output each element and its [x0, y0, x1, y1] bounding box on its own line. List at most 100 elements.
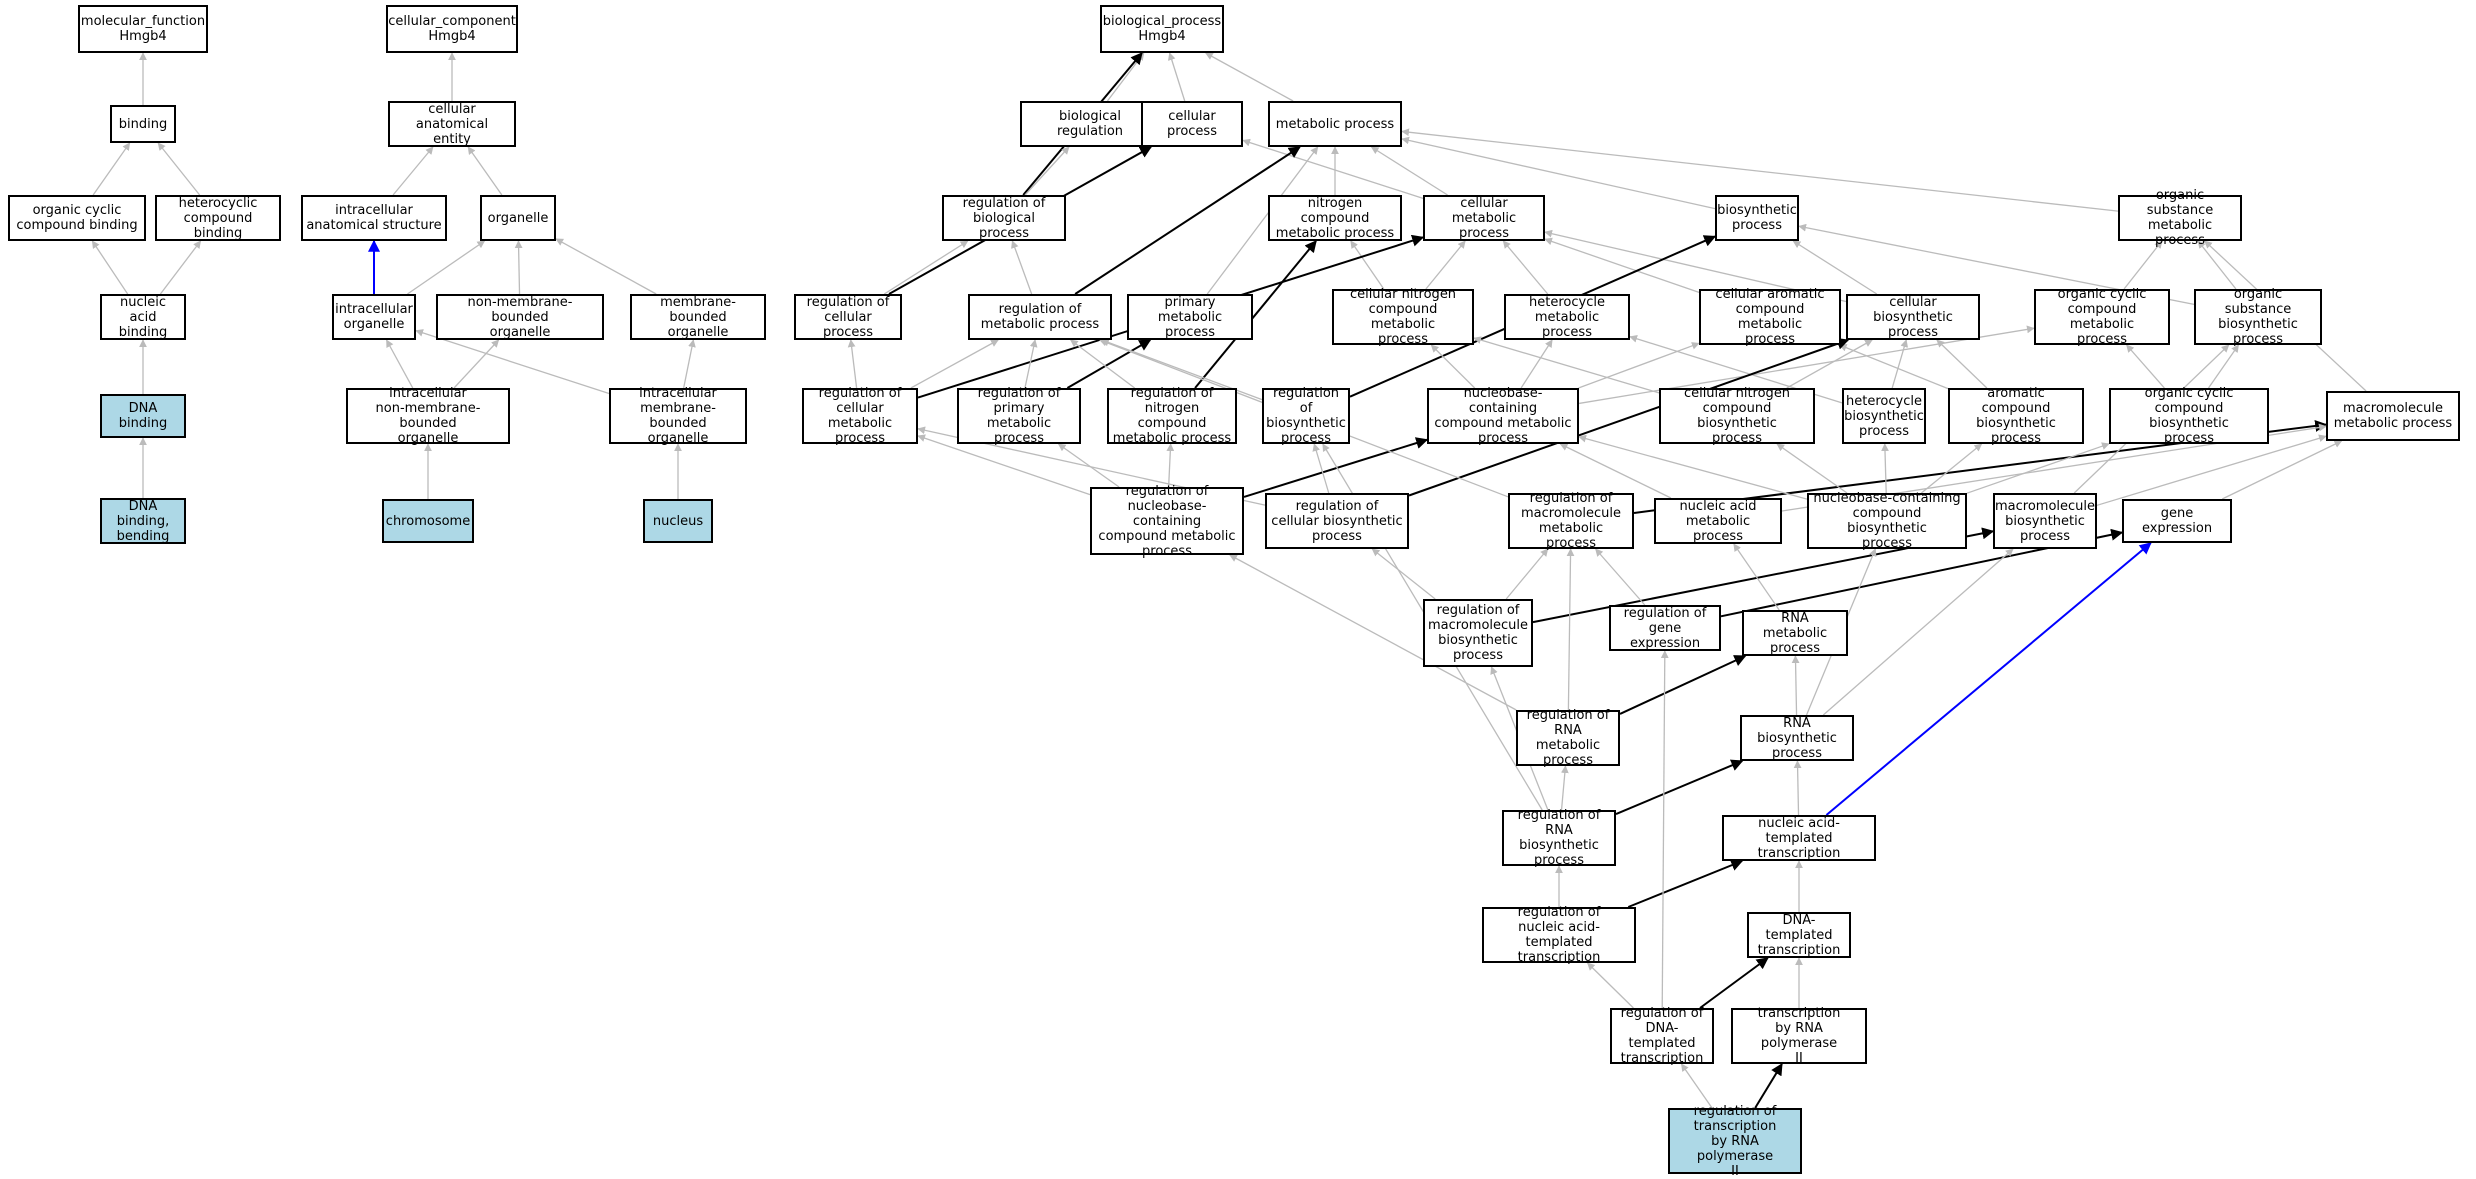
edge-reg_mbp-to-reg_cbp: [1371, 548, 1436, 600]
go-term-node-nmbo[interactable]: non-membrane-bounded organelle: [436, 294, 604, 340]
go-term-node-reg_rnabp[interactable]: regulation of RNA biosynthetic process: [1502, 808, 1616, 868]
go-term-node-reg_trnapol[interactable]: regulation of transcription by RNA polym…: [1668, 1104, 1802, 1179]
edge-cbp-to-biosyn: [1792, 240, 1878, 295]
go-term-node-reg_cellproc[interactable]: regulation of cellular process: [794, 294, 902, 340]
go-term-node-occbp[interactable]: organic cyclic compound biosynthetic pro…: [2109, 386, 2269, 446]
go-term-node-mbp[interactable]: macromolecule biosynthetic process: [1993, 493, 2097, 549]
edge-nbcmp-to-cacmp: [1578, 342, 1700, 389]
go-term-node-rnamp[interactable]: RNA metabolic process: [1742, 610, 1848, 656]
go-term-node-mf[interactable]: molecular_function Hmgb4: [78, 5, 208, 53]
go-term-node-reg_metproc[interactable]: regulation of metabolic process: [968, 294, 1112, 340]
edge-osmp-to-metproc: [1401, 128, 2119, 212]
edge-reg_cbp-to-cbp: [1408, 337, 1850, 497]
go-term-node-ncmp[interactable]: nitrogen compound metabolic process: [1268, 195, 1402, 241]
go-term-node-organelle[interactable]: organelle: [480, 195, 556, 241]
go-term-node-reg_cmp[interactable]: regulation of cellular metabolic process: [802, 386, 918, 446]
edge-nbcmp-to-hmp: [1520, 339, 1553, 389]
go-term-node-cc[interactable]: cellular_component Hmgb4: [386, 5, 518, 53]
go-term-node-occmp[interactable]: organic cyclic compound metabolic proces…: [2034, 287, 2170, 347]
go-term-node-natt[interactable]: nucleic acid-templated transcription: [1722, 815, 1876, 861]
go-term-node-bioreg[interactable]: biological regulation: [1020, 101, 1160, 147]
go-term-node-cncmp[interactable]: cellular nitrogen compound metabolic pro…: [1332, 287, 1474, 347]
go-term-node-cbp[interactable]: cellular biosynthetic process: [1846, 294, 1980, 340]
go-term-node-mbo[interactable]: membrane-bounded organelle: [630, 294, 766, 340]
edge-inmbo-to-io: [385, 339, 414, 389]
go-term-node-bp[interactable]: biological_process Hmgb4: [1100, 5, 1224, 53]
edge-reg_rnabp-to-rnabp: [1615, 759, 1744, 815]
edge-reg_ncmp-to-reg_metproc: [1070, 339, 1136, 389]
go-term-node-rnabp[interactable]: RNA biosynthetic process: [1740, 715, 1854, 761]
edge-imbo-to-io: [415, 329, 610, 395]
go-term-node-osmp[interactable]: organic substance metabolic process: [2118, 188, 2242, 248]
edge-io-to-organelle: [407, 240, 486, 295]
edge-occmp-to-osmp: [2123, 240, 2163, 290]
go-term-node-cellproc[interactable]: cellular process: [1141, 101, 1243, 147]
edge-reg_rnamp-to-rnamp: [1619, 655, 1747, 715]
go-term-node-trnapol[interactable]: transcription by RNA polymerase II: [1731, 1006, 1867, 1066]
go-term-node-reg_nbcmp[interactable]: regulation of nucleobase-containing comp…: [1090, 484, 1244, 559]
go-term-node-reg_mmp[interactable]: regulation of macromolecule metabolic pr…: [1508, 491, 1634, 551]
go-term-node-cacmp[interactable]: cellular aromatic compound metabolic pro…: [1699, 287, 1841, 347]
go-term-node-imbo[interactable]: intracellular membrane-bounded organelle: [609, 386, 747, 446]
go-term-node-chromosome[interactable]: chromosome: [382, 499, 474, 543]
go-term-node-na_bind[interactable]: nucleic acid binding: [100, 294, 186, 340]
go-term-node-reg_pmp[interactable]: regulation of primary metabolic process: [957, 386, 1081, 446]
go-term-node-orgcyc_bind[interactable]: organic cyclic compound binding: [8, 195, 146, 241]
edge-organelle-to-cae: [467, 146, 503, 196]
edge-occbp-to-osbp: [2207, 344, 2240, 389]
go-term-node-reg_mbp[interactable]: regulation of macromolecule biosynthetic…: [1423, 599, 1533, 667]
go-term-node-dnatt[interactable]: DNA-templated transcription: [1747, 912, 1851, 958]
edge-inmbo-to-nmbo: [453, 339, 500, 389]
edge-rnamp-to-namp: [1733, 543, 1780, 611]
edge-reg_cmp-to-reg_cellproc: [847, 339, 858, 389]
edge-reg_cbp-to-reg_biosyn: [1312, 443, 1330, 494]
edge-mbp-to-mmp: [2096, 434, 2327, 506]
edge-nbcbp-to-nbcmp: [1578, 434, 1808, 500]
edge-cmp-to-metproc: [1370, 146, 1448, 196]
go-term-node-inmbo[interactable]: intracellular non-membrane-bounded organ…: [346, 386, 510, 446]
go-term-node-reg_cbp[interactable]: regulation of cellular biosynthetic proc…: [1265, 493, 1409, 549]
go-term-node-acbp[interactable]: aromatic compound biosynthetic process: [1948, 386, 2084, 446]
edge-nbcmp-to-cncmp: [1430, 344, 1476, 389]
go-term-node-reg_bioproc[interactable]: regulation of biological process: [942, 195, 1066, 241]
go-term-node-io[interactable]: intracellular organelle: [332, 294, 416, 340]
go-term-node-cmp[interactable]: cellular metabolic process: [1423, 195, 1545, 241]
go-term-node-reg_rnamp[interactable]: regulation of RNA metabolic process: [1516, 708, 1620, 768]
go-term-node-mmp[interactable]: macromolecule metabolic process: [2326, 391, 2460, 441]
go-term-node-hmp[interactable]: heterocycle metabolic process: [1504, 294, 1630, 340]
edge-cncbp-to-cncmp: [1473, 336, 1660, 394]
go-term-node-binding[interactable]: binding: [110, 105, 176, 143]
go-term-node-cncbp[interactable]: cellular nitrogen compound biosynthetic …: [1659, 386, 1815, 446]
go-term-node-pmp[interactable]: primary metabolic process: [1127, 294, 1253, 340]
go-term-node-nucleus[interactable]: nucleus: [643, 499, 713, 543]
go-term-node-reg_ncmp[interactable]: regulation of nitrogen compound metaboli…: [1107, 386, 1237, 446]
go-term-node-reg_biosyn[interactable]: regulation of biosynthetic process: [1262, 386, 1350, 446]
edge-orgcyc_bind-to-binding: [92, 142, 131, 196]
go-term-node-reg_dnatt[interactable]: regulation of DNA-templated transcriptio…: [1610, 1006, 1714, 1066]
edge-bioreg-to-bp: [1106, 52, 1145, 102]
go-term-node-osbp[interactable]: organic substance biosynthetic process: [2194, 287, 2322, 347]
edge-nbcbp-to-acbp: [1920, 443, 1983, 494]
go-term-node-namp[interactable]: nucleic acid metabolic process: [1654, 498, 1782, 544]
go-term-node-nbcmp[interactable]: nucleobase-containing compound metabolic…: [1427, 386, 1579, 446]
edge-reg_ncmp-to-ncmp: [1194, 240, 1317, 389]
go-term-node-nbcbp[interactable]: nucleobase-containing compound biosynthe…: [1807, 491, 1967, 551]
edge-reg_dnatt-to-reg_geneexp: [1660, 650, 1669, 1009]
edge-reg_nbcmp-to-nbcmp: [1243, 437, 1429, 498]
go-term-node-hbp[interactable]: heterocycle biosynthetic process: [1842, 388, 1926, 444]
go-term-node-ias[interactable]: intracellular anatomical structure: [301, 195, 447, 241]
go-term-node-cae[interactable]: cellular anatomical entity: [388, 101, 516, 147]
go-term-node-geneexp[interactable]: gene expression: [2122, 499, 2232, 543]
go-term-node-reg_natt[interactable]: regulation of nucleic acid-templated tra…: [1482, 905, 1636, 965]
go-term-node-reg_geneexp[interactable]: regulation of gene expression: [1609, 605, 1721, 651]
go-term-node-hetcyc_bind[interactable]: heterocyclic compound binding: [155, 195, 281, 241]
go-term-node-dna_bind[interactable]: DNA binding: [100, 394, 186, 438]
edge-nbcbp-to-hbp: [1881, 443, 1889, 494]
go-term-node-biosyn[interactable]: biosynthetic process: [1715, 195, 1799, 241]
go-term-node-dna_bend[interactable]: DNA binding, bending: [100, 498, 186, 544]
edge-acbp-to-cacmp: [1838, 344, 1949, 390]
edge-namp-to-nbcmp: [1559, 443, 1672, 499]
edge-cacmp-to-cmp: [1544, 237, 1700, 294]
go-term-node-metproc[interactable]: metabolic process: [1268, 101, 1402, 147]
